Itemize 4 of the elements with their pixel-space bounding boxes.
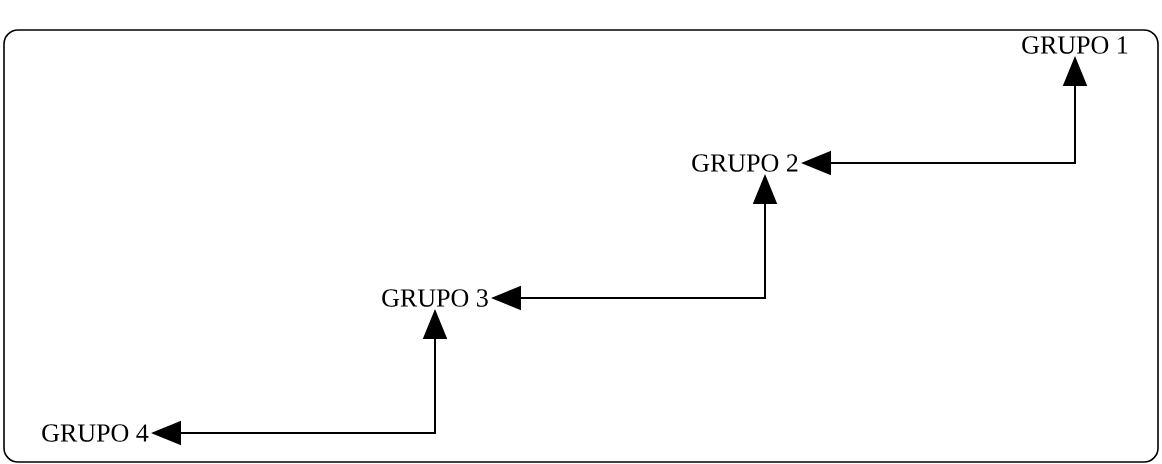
node-label: GRUPO 1	[1022, 36, 1128, 54]
node-label: GRUPO 3	[382, 289, 488, 307]
node-label: GRUPO 4	[42, 424, 149, 442]
node-label: GRUPO 2	[692, 154, 798, 172]
